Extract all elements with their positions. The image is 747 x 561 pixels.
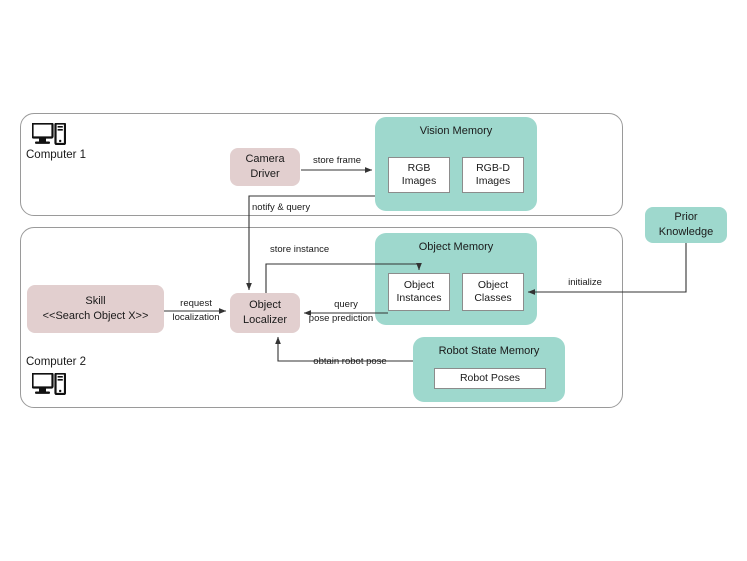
edge-label-notify-query: notify & query bbox=[252, 202, 311, 213]
object-classes-line-2: Classes bbox=[474, 292, 512, 304]
object-instances-line-1: Object bbox=[403, 278, 435, 291]
desktop-computer-icon bbox=[31, 372, 67, 396]
skill-line-1: Skill bbox=[85, 295, 106, 308]
node-camera-driver[interactable]: Camera Driver bbox=[230, 148, 300, 186]
object-classes-line-1: Object bbox=[477, 278, 509, 291]
prior-knowledge-line-1: Prior bbox=[674, 211, 698, 224]
node-robot-poses[interactable]: Robot Poses bbox=[434, 368, 546, 389]
edge-label-store-frame: store frame bbox=[312, 155, 362, 166]
prior-knowledge-line-2: Knowledge bbox=[658, 226, 714, 238]
node-rgbd-images[interactable]: RGB-D Images bbox=[462, 157, 524, 193]
node-prior-knowledge[interactable]: Prior Knowledge bbox=[645, 207, 727, 243]
node-skill[interactable]: Skill <<Search Object X>> bbox=[27, 285, 164, 333]
container-label-computer-1: Computer 1 bbox=[26, 149, 87, 161]
rgbd-images-line-2: Images bbox=[475, 175, 511, 187]
robot-poses-label: Robot Poses bbox=[459, 371, 521, 384]
camera-driver-line-2: Driver bbox=[250, 168, 280, 180]
edge-label-localization: localization bbox=[172, 312, 220, 323]
object-memory-title: Object Memory bbox=[418, 241, 494, 253]
edge-label-request: request bbox=[180, 298, 212, 309]
rgbd-images-line-1: RGB-D bbox=[476, 161, 510, 174]
skill-line-2: <<Search Object X>> bbox=[42, 310, 149, 322]
edge-label-obtain-robot-pose: obtain robot pose bbox=[313, 356, 387, 367]
rgb-images-line-1: RGB bbox=[407, 161, 431, 174]
node-object-localizer[interactable]: Object Localizer bbox=[230, 293, 300, 333]
object-localizer-line-1: Object bbox=[249, 299, 281, 312]
object-instances-line-2: Instances bbox=[396, 292, 442, 304]
rgb-images-line-2: Images bbox=[401, 175, 437, 187]
edge-label-query: query bbox=[334, 299, 358, 310]
camera-driver-line-1: Camera bbox=[245, 153, 285, 166]
container-label-computer-2: Computer 2 bbox=[26, 356, 87, 368]
node-object-classes[interactable]: Object Classes bbox=[462, 273, 524, 311]
edge-label-pose-prediction: pose prediction bbox=[308, 313, 374, 324]
vision-memory-title: Vision Memory bbox=[419, 125, 493, 137]
edge-label-store-instance: store instance bbox=[270, 244, 330, 255]
robot-state-memory-title: Robot State Memory bbox=[438, 345, 540, 357]
object-localizer-line-2: Localizer bbox=[242, 314, 288, 326]
edge-label-initialize: initialize bbox=[568, 277, 602, 288]
node-object-instances[interactable]: Object Instances bbox=[388, 273, 450, 311]
desktop-computer-icon bbox=[31, 122, 67, 146]
node-rgb-images[interactable]: RGB Images bbox=[388, 157, 450, 193]
